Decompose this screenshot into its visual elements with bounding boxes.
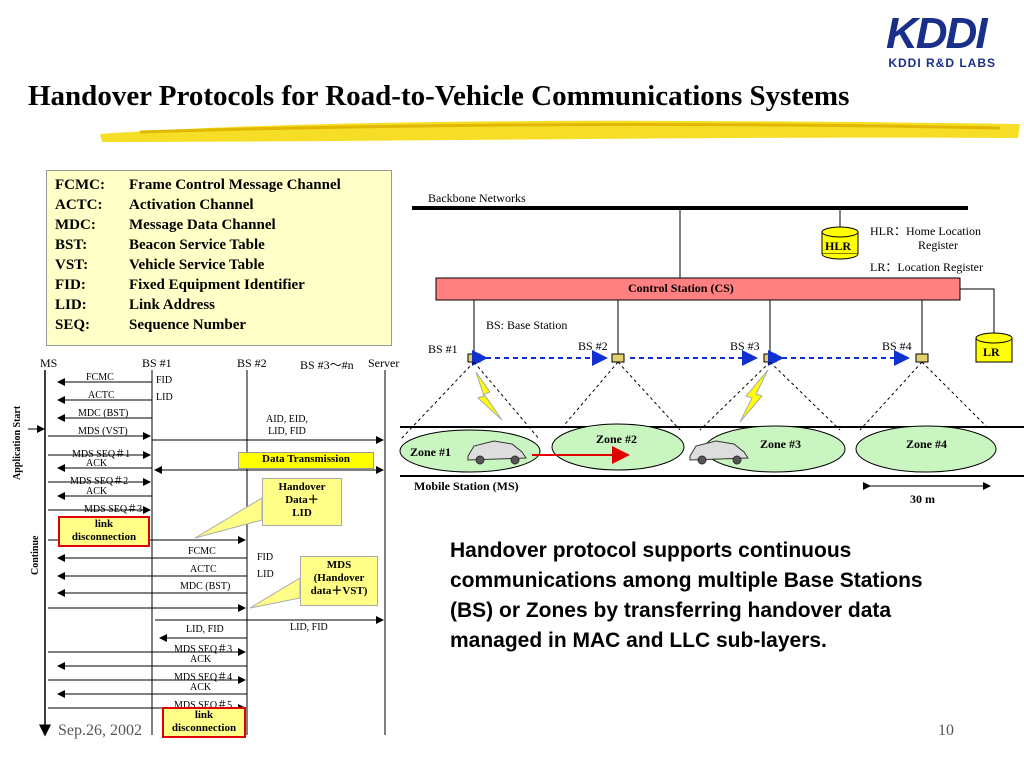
aid-eid-lid-fid: AID, EID, LID, FID: [266, 414, 308, 437]
lid-label-2: LID: [257, 569, 274, 580]
msg-fcmc: FCMC: [86, 372, 114, 383]
msg-mds-seq5: MDS SEQ＃5: [174, 700, 233, 711]
hlr-definition: HLR：Home Location: [870, 224, 981, 238]
slide-title: Handover Protocols for Road-to-Vehicle C…: [28, 80, 850, 112]
page-number: 10: [938, 722, 954, 739]
bs2-label: BS #2: [578, 339, 608, 353]
msg-fcmc-2: FCMC: [188, 546, 216, 557]
msg-mds-seq1: MDS SEQ＃1: [72, 449, 131, 460]
msg-mdc-bst-2: MDC (BST): [180, 581, 231, 592]
distance-label: 30 m: [910, 492, 935, 506]
msg-mds-seq2: MDS SEQ＃2: [70, 476, 129, 487]
glossary-row: FID:Fixed Equipment Identifier: [55, 277, 305, 293]
col-server: Server: [368, 356, 400, 370]
bs-definition: BS: Base Station: [486, 318, 568, 332]
title-underline-brush: [100, 120, 1020, 142]
glossary-row: VST:Vehicle Service Table: [55, 257, 265, 273]
col-bs2: BS #2: [237, 356, 267, 370]
bs4-label: BS #4: [882, 339, 912, 353]
link-disconnection-box: link disconnection: [58, 516, 150, 547]
zone4-label: Zone #4: [906, 437, 948, 451]
msg-actc-2: ACTC: [190, 564, 217, 575]
lid-fid-right: LID, FID: [290, 622, 328, 633]
logo-mark: KDDI: [886, 9, 988, 58]
msg-ack-3: ACK: [190, 682, 212, 693]
footer-date: Sep.26, 2002: [58, 722, 142, 739]
lid-fid-left: LID, FID: [186, 624, 224, 635]
lr-definition: LR：Location Register: [870, 260, 983, 274]
control-station-label: Control Station (CS): [628, 281, 734, 295]
hlr-label: HLR: [825, 239, 852, 253]
mds-handover-note: MDS (Handover data＋VST): [300, 556, 378, 606]
glossary-row: LID:Link Address: [55, 297, 216, 313]
glossary-row: MDC:Message Data Channel: [55, 217, 276, 233]
mobile-station-label: Mobile Station (MS): [414, 479, 519, 493]
lr-label: LR: [983, 345, 1000, 359]
fid-label: FID: [156, 375, 173, 386]
glossary-row: ACTC:Activation Channel: [55, 197, 254, 213]
bs1-label: BS #1: [428, 342, 458, 356]
glossary-row: BST:Beacon Service Table: [55, 237, 265, 253]
zone3-label: Zone #3: [760, 437, 802, 451]
link-disconnection-box-2: link disconnection: [162, 707, 246, 738]
logo-subtitle: KDDI R&D LABS: [888, 56, 996, 70]
data-transmission-box: Data Transmission: [238, 452, 374, 469]
msg-ack: ACK: [86, 486, 108, 497]
zone1-label: Zone #1: [410, 445, 452, 459]
msg-mds-seq3-2: MDS SEQ＃3: [174, 644, 233, 655]
msg-ack: ACK: [86, 458, 108, 469]
msg-mds-seq4: MDS SEQ＃4: [174, 672, 233, 683]
hlr-definition-2: Register: [918, 238, 958, 252]
col-bs1: BS #1: [142, 356, 172, 370]
col-bs3n: BS #3～#n: [300, 358, 354, 372]
glossary-box: FCMC:Frame Control Message Channel ACTC:…: [46, 170, 392, 346]
description-text: Handover protocol supports continuous co…: [450, 539, 923, 652]
kddi-logo: KDDI KDDI R&D LABS: [886, 9, 996, 71]
handover-data-note: Handover Data＋ LID: [262, 478, 342, 526]
fid-label-2: FID: [257, 552, 274, 563]
msg-actc: ACTC: [88, 390, 115, 401]
backbone-label: Backbone Networks: [428, 191, 526, 205]
msg-mdc-bst: MDC (BST): [78, 408, 129, 419]
zone2-label: Zone #2: [596, 432, 638, 446]
glossary-row: SEQ:Sequence Number: [55, 317, 247, 333]
glossary-row: FCMC:Frame Control Message Channel: [55, 177, 341, 193]
bs3-label: BS #3: [730, 339, 760, 353]
msg-mds-vst: MDS (VST): [78, 426, 128, 437]
msg-ack-2: ACK: [190, 654, 212, 665]
msg-mds-seq3: MDS SEQ＃3: [84, 504, 143, 515]
lid-label: LID: [156, 392, 173, 403]
col-ms: MS: [40, 356, 58, 370]
